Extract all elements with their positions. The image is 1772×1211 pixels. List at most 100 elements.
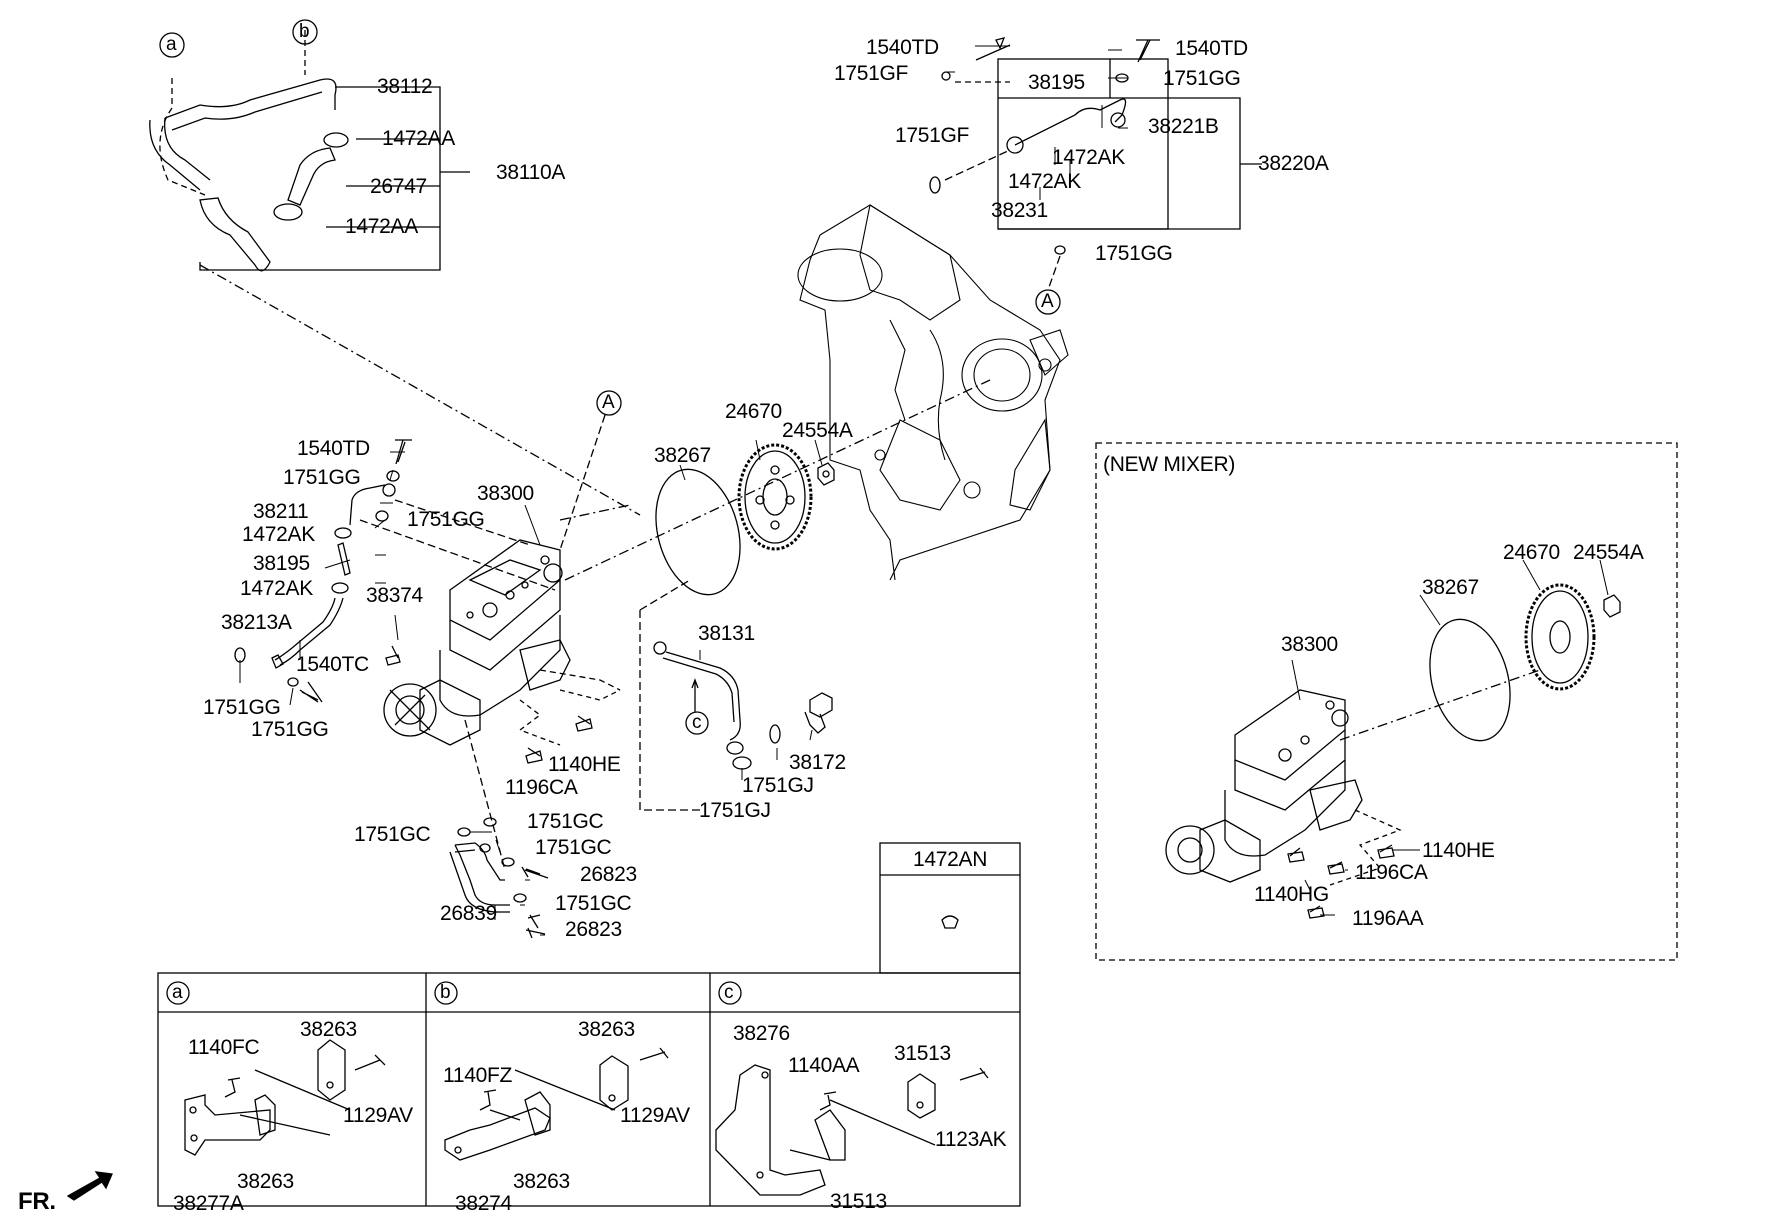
label-24554A-2: 24554A xyxy=(1573,541,1644,564)
leader-lines xyxy=(239,45,1609,936)
label-new-mixer: (NEW MIXER) xyxy=(1103,453,1236,476)
label-1472AA: 1472AA xyxy=(382,127,455,150)
tag-a-top xyxy=(159,32,185,58)
label-38300-2: 38300 xyxy=(1281,633,1338,656)
label-38213A: 38213A xyxy=(221,611,292,634)
new-mixer-panel xyxy=(1095,442,1678,961)
label-1472AK: 1472AK xyxy=(1052,146,1125,169)
engine-timing-case xyxy=(797,204,1069,581)
label-24554A: 24554A xyxy=(782,419,853,442)
label-a-1140FC: 1140FC xyxy=(188,1036,260,1059)
label-b-38263-2: 38263 xyxy=(513,1170,570,1193)
gear-24670 xyxy=(737,443,813,551)
label-38267: 38267 xyxy=(654,444,711,467)
label-c-31513-2: 31513 xyxy=(830,1190,887,1211)
label-1540TD-2: 1540TD xyxy=(1175,37,1248,60)
label-38110A: 38110A xyxy=(496,161,566,184)
label-38267-2: 38267 xyxy=(1422,576,1479,599)
tag-b-top xyxy=(292,19,318,45)
label-38211: 38211 xyxy=(253,500,309,523)
label-26823: 26823 xyxy=(580,863,637,886)
label-front-direction: FR. xyxy=(18,1188,56,1211)
bolt-38374 xyxy=(385,645,401,666)
label-a-1129AV: 1129AV xyxy=(343,1104,413,1127)
label-38195-2: 38195 xyxy=(253,552,310,575)
tag-b-letter-panel: b xyxy=(440,982,451,1003)
tag-c-letter-panel: c xyxy=(724,982,734,1003)
nut-24554A xyxy=(817,462,835,486)
hose-assembly-38110A xyxy=(149,30,641,516)
label-1751GC-3: 1751GC xyxy=(535,836,612,859)
label-1751GG-6: 1751GG xyxy=(251,718,329,741)
bolts-1140HE-1196CA xyxy=(518,689,621,764)
label-1472AK-4: 1472AK xyxy=(240,577,313,600)
label-24670: 24670 xyxy=(725,400,782,423)
label-1540TD-3: 1540TD xyxy=(297,437,370,460)
label-38231: 38231 xyxy=(991,199,1048,222)
label-1751GJ-2: 1751GJ xyxy=(699,799,771,822)
label-a-38263: 38263 xyxy=(300,1018,357,1041)
label-c-38276: 38276 xyxy=(733,1022,790,1045)
tag-a-letter-panel: a xyxy=(172,982,183,1003)
label-b-1129AV: 1129AV xyxy=(620,1104,690,1127)
label-1472AA-2: 1472AA xyxy=(345,215,418,238)
label-b-38263: 38263 xyxy=(578,1018,635,1041)
label-38221B: 38221B xyxy=(1148,115,1219,138)
label-1472AK-3: 1472AK xyxy=(242,523,315,546)
label-c-1140AA: 1140AA xyxy=(788,1054,860,1077)
tag-A-compressor xyxy=(596,390,622,416)
label-1751GC-2: 1751GC xyxy=(527,810,604,833)
label-1751GG-4: 1751GG xyxy=(407,508,485,531)
label-1751GF: 1751GF xyxy=(834,62,909,85)
tag-c-pipe-circle xyxy=(685,711,709,735)
label-1196CA: 1196CA xyxy=(505,776,578,799)
label-38131: 38131 xyxy=(698,622,755,645)
label-1751GJ: 1751GJ xyxy=(742,774,814,797)
label-26839: 26839 xyxy=(440,902,497,925)
label-26747: 26747 xyxy=(370,175,427,198)
label-1540TD: 1540TD xyxy=(866,36,939,59)
label-1751GG-3: 1751GG xyxy=(283,466,361,489)
label-24670-2: 24670 xyxy=(1503,541,1560,564)
label-a-38263-2: 38263 xyxy=(237,1170,294,1193)
tag-a-letter: a xyxy=(166,34,177,55)
label-26823-2: 26823 xyxy=(565,918,622,941)
pipe-assembly-38211 xyxy=(234,439,556,703)
label-1751GG-5: 1751GG xyxy=(203,696,281,719)
label-1751GC-4: 1751GC xyxy=(555,892,632,915)
tag-A-letter-compressor: A xyxy=(602,392,615,413)
label-38374: 38374 xyxy=(366,584,423,607)
label-1751GF-2: 1751GF xyxy=(895,124,970,147)
label-1540TC: 1540TC xyxy=(296,653,369,676)
label-1751GG-2: 1751GG xyxy=(1095,242,1173,265)
label-1751GC: 1751GC xyxy=(354,823,431,846)
tag-b-letter: b xyxy=(299,21,310,42)
label-1472AK-2: 1472AK xyxy=(1008,170,1081,193)
label-1140HE-2: 1140HE xyxy=(1422,839,1495,862)
pipe-38131 xyxy=(639,579,781,811)
label-38300: 38300 xyxy=(477,482,534,505)
label-1140HE: 1140HE xyxy=(548,753,621,776)
label-1472AN: 1472AN xyxy=(913,848,988,871)
label-38112: 38112 xyxy=(377,75,433,98)
label-38172: 38172 xyxy=(789,751,846,774)
label-1196CA-2: 1196CA xyxy=(1355,861,1428,884)
front-arrow-icon xyxy=(66,1171,113,1201)
tag-A-letter-engine: A xyxy=(1041,291,1054,312)
label-b-38274: 38274 xyxy=(455,1192,512,1211)
fitting-38172 xyxy=(804,692,833,734)
air-compressor-38300 xyxy=(383,539,621,746)
label-a-38277A: 38277A xyxy=(173,1192,244,1211)
bottom-detail-panels xyxy=(157,972,1021,1207)
label-1140HG: 1140HG xyxy=(1254,883,1329,906)
label-1196AA: 1196AA xyxy=(1352,907,1424,930)
pipe-26839 xyxy=(449,719,549,939)
label-1751GG: 1751GG xyxy=(1163,67,1241,90)
assembly-axis xyxy=(564,379,991,581)
label-c-31513: 31513 xyxy=(894,1042,951,1065)
label-38220A: 38220A xyxy=(1258,152,1329,175)
label-38195: 38195 xyxy=(1028,71,1085,94)
